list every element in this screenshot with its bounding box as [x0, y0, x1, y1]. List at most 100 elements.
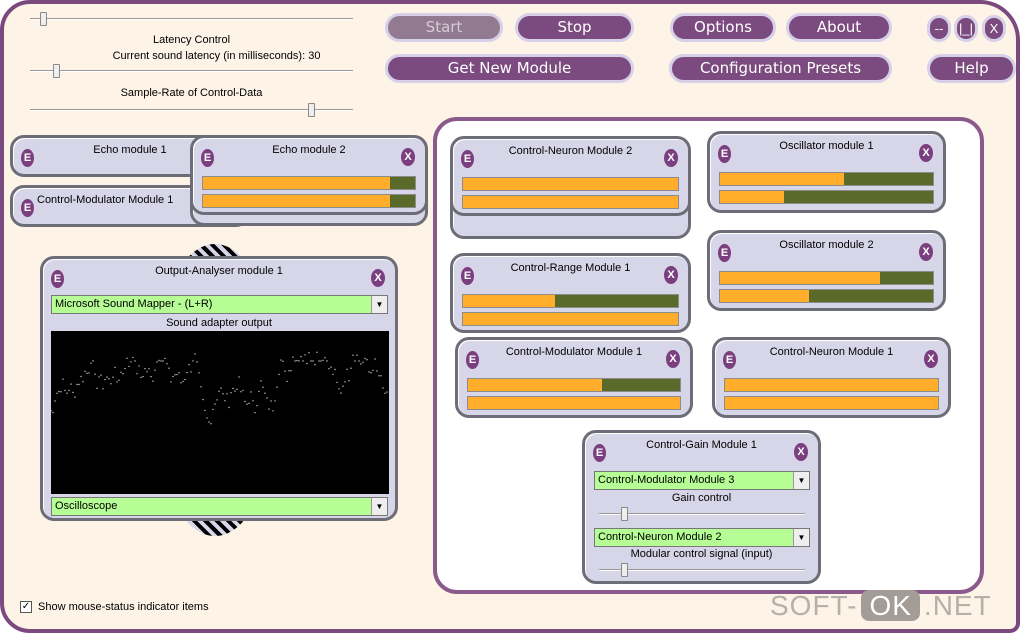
- sample-rate-slider[interactable]: [30, 103, 353, 117]
- edit-icon[interactable]: E: [466, 351, 479, 369]
- level-fill: [463, 178, 678, 190]
- control-gain-module[interactable]: Control-Gain Module 1 E X Control-Modula…: [582, 430, 821, 584]
- module-title: Control-Range Module 1: [510, 262, 631, 274]
- edit-icon[interactable]: E: [461, 267, 474, 285]
- select-value: Oscilloscope: [55, 500, 118, 512]
- select-value: Control-Neuron Module 2: [598, 531, 722, 543]
- about-button[interactable]: About: [786, 13, 892, 42]
- module-title: Oscillator module 1: [779, 140, 874, 152]
- top-slider[interactable]: [30, 12, 353, 26]
- slider-thumb[interactable]: [308, 103, 315, 117]
- get-new-module-button[interactable]: Get New Module: [385, 54, 634, 83]
- edit-icon[interactable]: E: [718, 145, 731, 163]
- slider-track: [30, 18, 353, 20]
- level-fill: [725, 379, 938, 391]
- close-icon[interactable]: X: [794, 443, 808, 461]
- configuration-presets-button[interactable]: Configuration Presets: [669, 54, 892, 83]
- control-range-module-1[interactable]: Control-Range Module 1 E X: [450, 253, 691, 333]
- slider-track: [30, 109, 353, 111]
- help-button[interactable]: Help: [927, 54, 1016, 83]
- echo-module-2[interactable]: Echo module 2 E X: [190, 135, 428, 215]
- slider-track: [599, 513, 805, 515]
- module-title: Control-Neuron Module 1: [769, 346, 894, 358]
- input-source-select[interactable]: Control-Neuron Module 2 ▼: [594, 528, 810, 547]
- level-meter: [202, 194, 416, 208]
- gain-source-select[interactable]: Control-Modulator Module 3▼: [594, 471, 810, 490]
- level-meter: [462, 177, 679, 191]
- slider-track: [599, 569, 805, 571]
- module-title: Echo module 1: [93, 144, 167, 156]
- level-meter: [719, 289, 934, 303]
- close-icon[interactable]: X: [401, 148, 415, 166]
- gain-slider[interactable]: [599, 507, 805, 521]
- options-button[interactable]: Options: [670, 13, 776, 42]
- slider-track: [30, 70, 353, 72]
- maximize-button[interactable]: |_|: [954, 15, 978, 42]
- edit-icon[interactable]: E: [51, 270, 64, 288]
- oscillator-module-1[interactable]: Oscillator module 1 E X: [707, 131, 946, 213]
- edit-icon[interactable]: E: [21, 199, 34, 217]
- level-fill: [203, 177, 390, 189]
- module-title: Control-Modulator Module 1: [505, 346, 643, 358]
- close-icon[interactable]: X: [919, 243, 933, 261]
- show-mouse-status-label: Show mouse-status indicator items: [38, 601, 209, 613]
- level-meter: [462, 312, 679, 326]
- level-meter: [719, 190, 934, 204]
- slider-thumb[interactable]: [52, 64, 60, 78]
- close-button[interactable]: X: [982, 15, 1006, 42]
- view-mode-select[interactable]: Oscilloscope ▼: [51, 497, 388, 516]
- level-meter: [719, 172, 934, 186]
- close-icon[interactable]: X: [664, 149, 678, 167]
- edit-icon[interactable]: E: [201, 149, 214, 167]
- level-fill: [720, 290, 810, 302]
- chevron-down-icon[interactable]: ▼: [793, 529, 809, 546]
- watermark: SOFT-OK.NET: [770, 590, 992, 621]
- level-fill: [725, 397, 938, 409]
- control-neuron-module-2[interactable]: Control-Neuron Module 2 E X: [450, 136, 691, 216]
- edit-icon[interactable]: E: [718, 244, 731, 262]
- level-meter: [719, 271, 934, 285]
- close-icon[interactable]: X: [664, 266, 678, 284]
- sound-device-select[interactable]: Microsoft Sound Mapper - (L+R) ▼: [51, 295, 388, 314]
- slider-thumb[interactable]: [620, 563, 628, 577]
- edit-icon[interactable]: E: [461, 150, 474, 168]
- latency-control-title: Latency Control: [152, 34, 231, 46]
- close-icon[interactable]: X: [924, 350, 938, 368]
- slider-thumb[interactable]: [620, 507, 628, 521]
- slider-thumb[interactable]: [39, 12, 47, 26]
- latency-slider[interactable]: [30, 64, 353, 78]
- chevron-down-icon[interactable]: ▼: [371, 498, 387, 515]
- start-button[interactable]: Start: [385, 13, 503, 42]
- edit-icon[interactable]: E: [593, 444, 606, 462]
- edit-icon[interactable]: E: [723, 351, 736, 369]
- level-fill: [468, 397, 680, 409]
- stop-button[interactable]: Stop: [515, 13, 634, 42]
- level-fill: [720, 191, 784, 203]
- module-title: Echo module 2: [272, 144, 346, 156]
- oscillator-module-2[interactable]: Oscillator module 2 E X: [707, 230, 946, 311]
- sample-rate-title: Sample-Rate of Control-Data: [120, 87, 263, 99]
- module-title: Control-Modulator Module 1: [37, 194, 174, 206]
- latency-readout: Current sound latency (in milliseconds):…: [112, 50, 321, 62]
- chevron-down-icon[interactable]: ▼: [793, 472, 809, 489]
- level-meter: [462, 195, 679, 209]
- close-icon[interactable]: X: [919, 144, 933, 162]
- close-icon[interactable]: X: [371, 269, 385, 287]
- chevron-down-icon[interactable]: ▼: [371, 296, 387, 313]
- level-fill: [463, 196, 678, 208]
- module-title: Oscillator module 2: [779, 239, 874, 251]
- level-meter: [202, 176, 416, 190]
- show-mouse-status-checkbox[interactable]: ✓: [20, 601, 32, 613]
- select-value: Microsoft Sound Mapper - (L+R): [55, 298, 213, 310]
- device-label: Sound adapter output: [166, 317, 272, 329]
- output-analyser-module[interactable]: Output-Analyser module 1 E X Microsoft S…: [40, 256, 398, 521]
- input-slider[interactable]: [599, 563, 805, 577]
- level-fill: [203, 195, 390, 207]
- module-title: Control-Neuron Module 2: [508, 145, 633, 157]
- minimize-button[interactable]: --: [927, 15, 951, 42]
- control-modulator-module-1[interactable]: Control-Modulator Module 1 E X: [455, 337, 693, 418]
- control-neuron-module-1[interactable]: Control-Neuron Module 1 E X: [712, 337, 951, 418]
- edit-icon[interactable]: E: [21, 149, 34, 167]
- level-fill: [720, 272, 880, 284]
- close-icon[interactable]: X: [666, 350, 680, 368]
